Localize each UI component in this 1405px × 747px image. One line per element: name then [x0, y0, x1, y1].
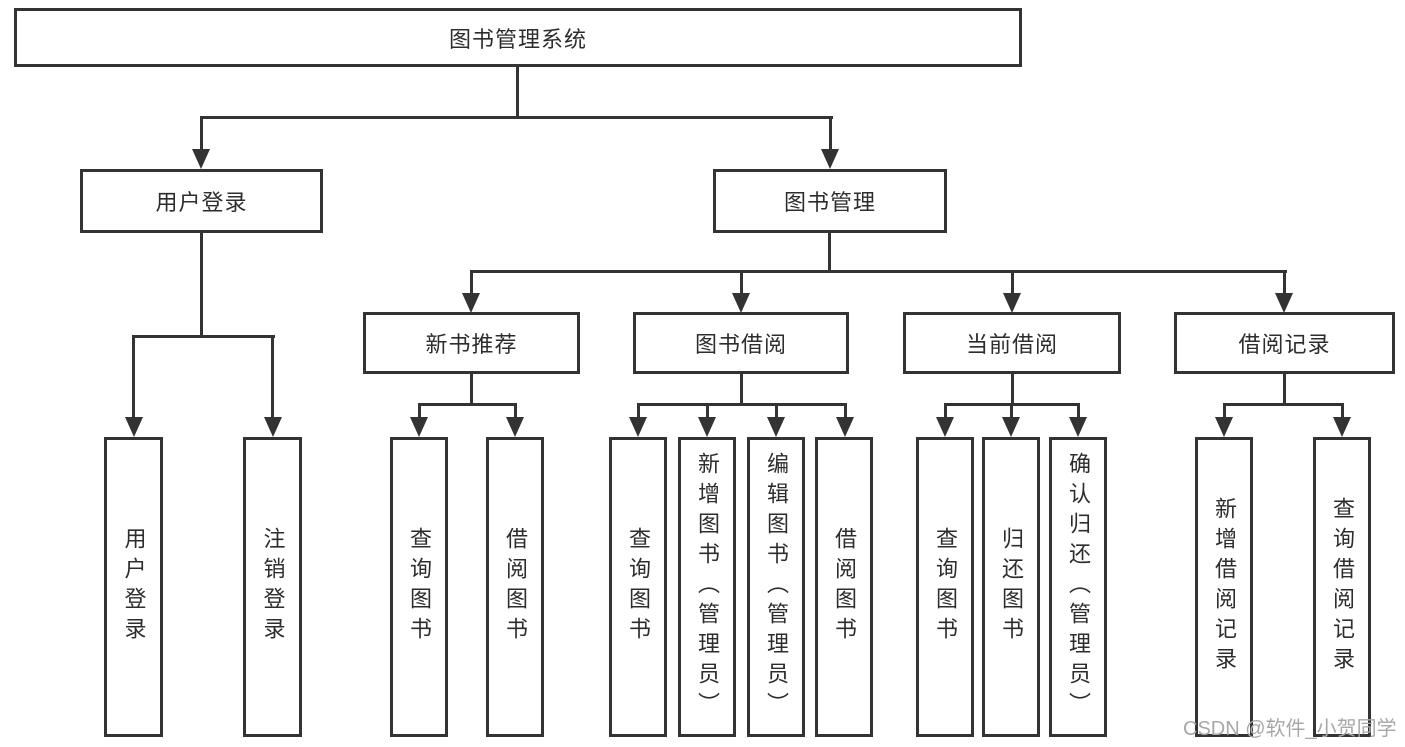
node-user-login: 用户登录	[80, 169, 323, 233]
arrowhead	[821, 149, 839, 169]
node-borrow-records: 借阅记录	[1174, 312, 1395, 374]
node-new-book-recommend: 新书推荐	[363, 312, 580, 374]
connector	[1283, 270, 1286, 295]
arrowhead	[410, 417, 428, 437]
leaf-edit-books-admin: 编辑图书（管理员）	[747, 437, 805, 737]
arrowhead	[192, 149, 210, 169]
leaf-query-books-3-label: 查询图书	[933, 527, 958, 647]
connector	[740, 270, 743, 295]
leaf-query-books-2-label: 查询图书	[626, 527, 651, 647]
arrowhead	[836, 417, 854, 437]
leaf-add-borrow-record: 新增借阅记录	[1195, 437, 1253, 737]
node-borrow-records-label: 借阅记录	[1238, 332, 1331, 357]
connector	[271, 335, 274, 419]
leaf-query-books: 查询图书	[390, 437, 448, 737]
leaf-add-borrow-record-label: 新增借阅记录	[1212, 497, 1237, 677]
connector	[637, 403, 640, 419]
leaf-return-books: 归还图书	[982, 437, 1040, 737]
node-root-label: 图书管理系统	[448, 26, 587, 52]
connector	[516, 67, 519, 118]
node-book-borrow: 图书借阅	[633, 312, 849, 374]
leaf-user-login-label: 用户登录	[121, 527, 147, 647]
connector	[200, 233, 203, 337]
connector	[706, 403, 709, 419]
connector	[1011, 270, 1014, 295]
arrowhead	[1215, 417, 1233, 437]
node-current-borrow-label: 当前借阅	[965, 332, 1058, 357]
arrowhead	[462, 293, 480, 313]
connector	[944, 403, 947, 419]
leaf-query-books-2: 查询图书	[609, 437, 667, 737]
connector	[1224, 403, 1344, 406]
leaf-user-login: 用户登录	[104, 437, 163, 737]
leaf-confirm-return-admin: 确认归还（管理员）	[1049, 437, 1107, 737]
arrowhead	[506, 417, 524, 437]
node-new-book-recommend-label: 新书推荐	[425, 332, 518, 357]
node-user-login-label: 用户登录	[155, 190, 248, 215]
leaf-confirm-return-admin-label: 确认归还（管理员）	[1066, 452, 1091, 722]
leaf-query-borrow-record: 查询借阅记录	[1313, 437, 1371, 737]
leaf-borrow-books-label: 借阅图书	[503, 527, 528, 647]
connector	[1283, 374, 1286, 406]
leaf-return-books-label: 归还图书	[999, 527, 1024, 647]
arrowhead	[1333, 417, 1351, 437]
connector	[514, 403, 517, 419]
connector	[470, 270, 1287, 273]
connector	[419, 403, 517, 406]
connector	[133, 335, 275, 338]
leaf-borrow-books-2: 借阅图书	[815, 437, 873, 737]
leaf-logout-label: 注销登录	[260, 527, 286, 647]
connector	[132, 335, 135, 419]
connector	[1011, 374, 1014, 406]
connector	[844, 403, 847, 419]
leaf-borrow-books-2-label: 借阅图书	[832, 527, 857, 647]
arrowhead	[629, 417, 647, 437]
csdn-watermark: CSDN @软件_小贺同学	[1183, 718, 1397, 740]
connector	[829, 116, 832, 151]
arrowhead	[264, 417, 282, 437]
connector	[1010, 403, 1013, 419]
leaf-borrow-books: 借阅图书	[486, 437, 544, 737]
connector	[740, 374, 743, 406]
node-book-management: 图书管理	[713, 169, 947, 233]
arrowhead	[1002, 417, 1020, 437]
node-current-borrow: 当前借阅	[903, 312, 1121, 374]
arrowhead	[1003, 293, 1021, 313]
connector	[828, 233, 831, 273]
leaf-logout: 注销登录	[243, 437, 302, 737]
connector	[775, 403, 778, 419]
connector	[470, 374, 473, 406]
arrowhead	[125, 417, 143, 437]
leaf-query-borrow-record-label: 查询借阅记录	[1330, 497, 1355, 677]
node-root: 图书管理系统	[14, 8, 1022, 67]
connector	[418, 403, 421, 419]
leaf-add-books-admin-label: 新增图书（管理员）	[695, 452, 720, 722]
node-book-management-label: 图书管理	[783, 190, 876, 215]
connector	[470, 270, 473, 295]
arrowhead	[1275, 293, 1293, 313]
arrowhead	[698, 417, 716, 437]
arrowhead	[767, 417, 785, 437]
leaf-query-books-3: 查询图书	[916, 437, 974, 737]
connector	[1077, 403, 1080, 419]
arrowhead	[936, 417, 954, 437]
leaf-edit-books-admin-label: 编辑图书（管理员）	[764, 452, 789, 722]
connector	[1341, 403, 1344, 419]
leaf-add-books-admin: 新增图书（管理员）	[678, 437, 736, 737]
leaf-query-books-label: 查询图书	[407, 527, 432, 647]
connector	[1223, 403, 1226, 419]
node-book-borrow-label: 图书借阅	[694, 332, 787, 357]
connector	[200, 116, 833, 119]
arrowhead	[732, 293, 750, 313]
connector	[638, 403, 846, 406]
connector	[200, 116, 203, 151]
arrowhead	[1069, 417, 1087, 437]
